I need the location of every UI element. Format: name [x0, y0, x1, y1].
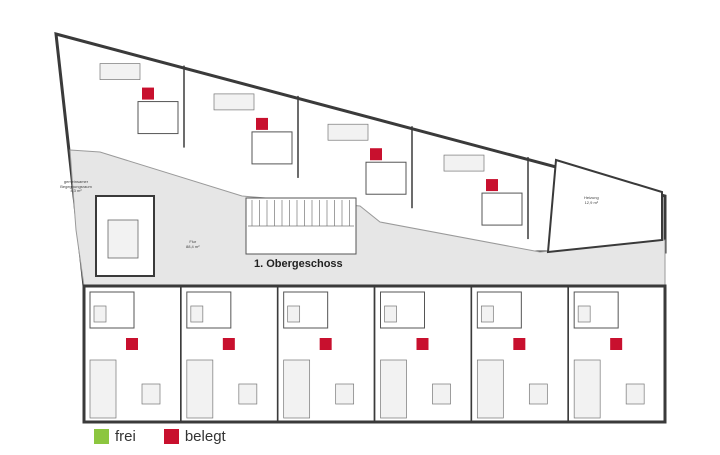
- upper-bed: [443, 154, 485, 172]
- legend-swatch-belegt: [163, 429, 179, 444]
- shower: [384, 305, 397, 323]
- legend-swatch-frei: [94, 429, 109, 444]
- upper-bed: [99, 63, 141, 80]
- staircase: [245, 197, 357, 255]
- bed: [380, 359, 407, 419]
- upper-bathroom: [251, 131, 293, 165]
- desk: [625, 383, 645, 405]
- corridor: [69, 149, 666, 287]
- floor-title: 1. Obergeschoss: [254, 258, 343, 270]
- upper-bathroom: [481, 192, 523, 226]
- upper-bed: [327, 123, 369, 141]
- legend: frei belegt: [94, 428, 248, 445]
- upper-bathroom: [365, 161, 407, 195]
- bed: [89, 359, 117, 419]
- bed: [476, 359, 504, 419]
- legend-label-frei: frei: [115, 428, 136, 445]
- legend-label-belegt: belegt: [184, 428, 226, 445]
- unit-status-marker: [513, 338, 526, 350]
- lower-unit: [567, 285, 666, 423]
- shower: [480, 305, 494, 323]
- desk: [528, 383, 548, 405]
- desk: [238, 383, 258, 405]
- unit-status-marker: [126, 338, 138, 350]
- unit-status-marker: [319, 338, 332, 350]
- desk: [432, 383, 451, 405]
- desk: [141, 383, 161, 405]
- heating-room: [546, 158, 663, 254]
- unit-status-marker: [142, 87, 154, 100]
- common-room: [95, 195, 155, 277]
- unit-status-marker: [256, 117, 268, 130]
- shower: [287, 305, 301, 323]
- unit-status-marker: [610, 338, 623, 350]
- unit-status-marker: [416, 338, 429, 350]
- desk: [335, 383, 355, 405]
- bed: [186, 359, 214, 419]
- shower: [93, 305, 107, 323]
- bed: [283, 359, 311, 419]
- bed: [573, 359, 601, 419]
- unit-status-marker: [486, 179, 498, 192]
- unit-status-marker: [222, 338, 235, 350]
- upper-bed: [213, 93, 255, 111]
- shower: [577, 305, 591, 323]
- upper-bathroom: [137, 101, 179, 135]
- shower: [190, 305, 204, 323]
- unit-status-marker: [370, 148, 382, 161]
